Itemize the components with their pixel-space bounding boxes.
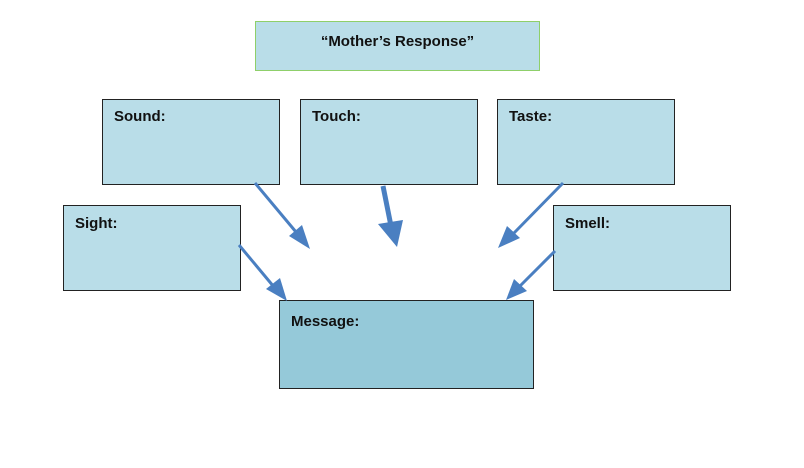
smell-label: Smell: (565, 215, 611, 232)
smell-arrow (506, 249, 557, 300)
sight-arrow (237, 244, 287, 301)
taste-label: Taste: (509, 108, 553, 125)
sound-arrow (253, 182, 310, 249)
sound-label: Sound: (114, 108, 166, 125)
title-box: “Mother’s Response” (255, 21, 540, 71)
diagram-title: “Mother’s Response” (320, 33, 475, 50)
taste-box: Taste: (497, 99, 675, 185)
sight-label: Sight: (75, 215, 118, 232)
smell-box: Smell: (553, 205, 731, 291)
message-box: Message: (279, 300, 534, 389)
touch-arrow (378, 185, 403, 247)
touch-box: Touch: (300, 99, 478, 185)
sound-box: Sound: (102, 99, 280, 185)
message-label: Message: (291, 313, 360, 330)
touch-label: Touch: (312, 108, 361, 125)
sight-box: Sight: (63, 205, 241, 291)
